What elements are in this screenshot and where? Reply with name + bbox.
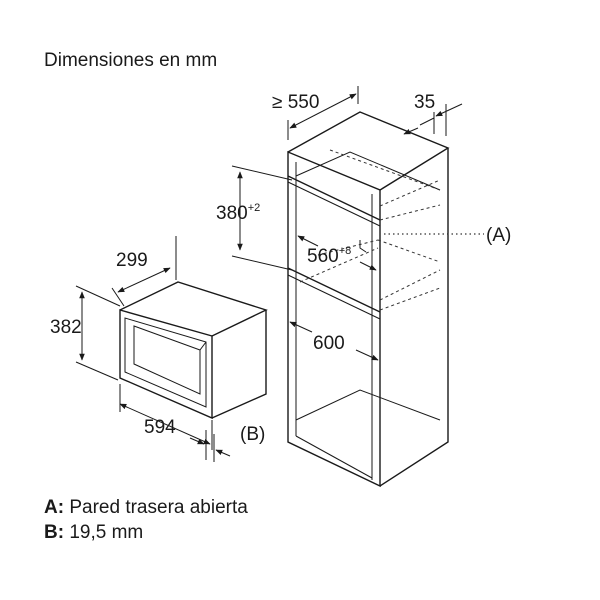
dim-niche-width: 560+8 [307, 245, 351, 267]
dim-rear-gap: 35 [414, 92, 435, 113]
dim-niche-height: 380+2 [216, 202, 260, 224]
dim-appliance-height: 382 [50, 317, 82, 338]
legend-b-text: 19,5 mm [69, 522, 144, 543]
dim-cabinet-depth: ≥ 550 [272, 92, 319, 113]
dim-cabinet-width: 600 [313, 333, 345, 354]
dim-appliance-depth: 299 [116, 250, 148, 271]
diagram-title: Dimensiones en mm [44, 50, 218, 71]
legend-a-key: A: [44, 497, 65, 518]
legend-a: A: Pared trasera abierta [44, 497, 248, 519]
legend-b: B: 19,5 mm [44, 522, 143, 544]
appliance-body [119, 281, 268, 420]
marker-a: (A) [486, 225, 511, 246]
dim-appliance-width: 594 [144, 417, 176, 438]
legend-b-key: B: [44, 522, 65, 543]
tall-cabinet [287, 111, 450, 488]
legend-a-text: Pared trasera abierta [69, 497, 248, 518]
marker-b: (B) [240, 424, 265, 445]
